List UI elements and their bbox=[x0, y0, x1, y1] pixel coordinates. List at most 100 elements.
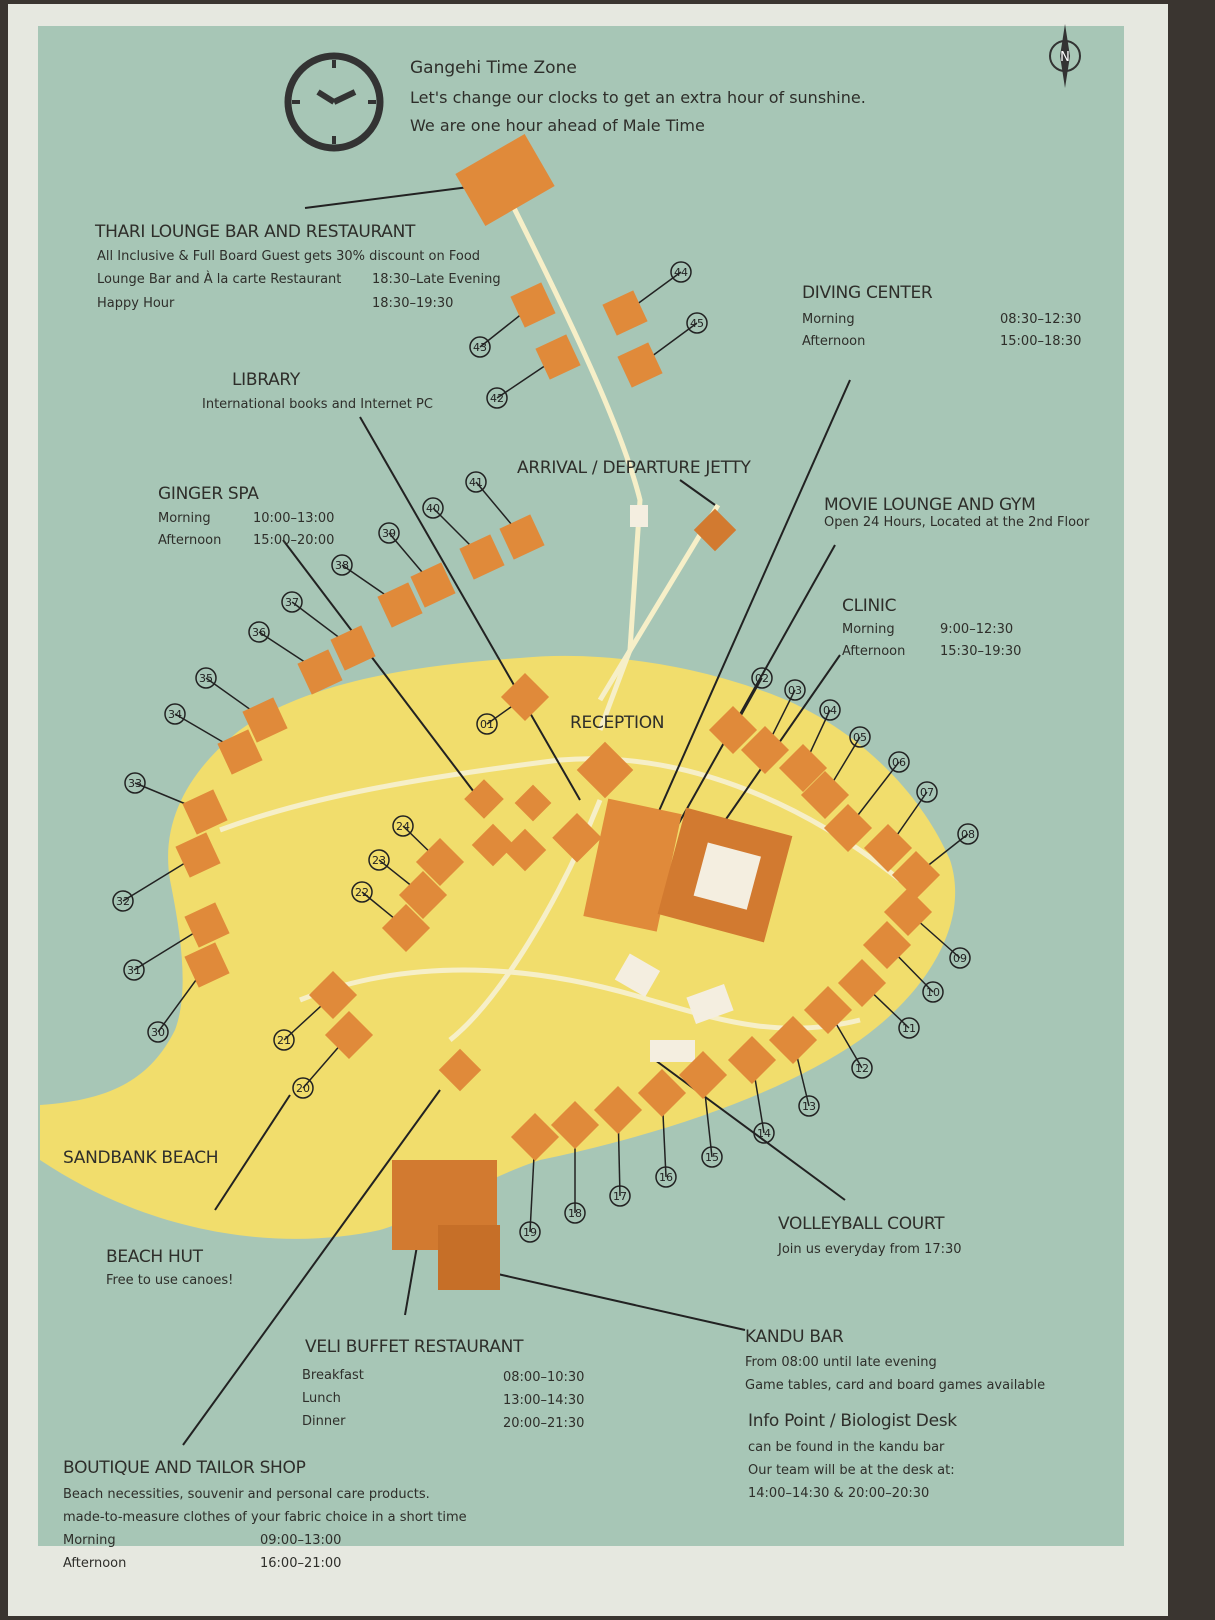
villa-building bbox=[415, 837, 465, 887]
villa-building bbox=[837, 958, 887, 1008]
villa-09[interactable]: 09 bbox=[883, 887, 971, 969]
villa-number-circle bbox=[686, 312, 708, 334]
villa-08[interactable]: 08 bbox=[891, 823, 979, 900]
boutique-line2: made-to-measure clothes of your fabric c… bbox=[63, 1510, 467, 1525]
villa-number-circle bbox=[849, 726, 871, 748]
villa-42[interactable]: 42 bbox=[486, 334, 581, 409]
diving-row-time: 15:00–18:30 bbox=[1000, 334, 1082, 349]
villa-number: 38 bbox=[335, 559, 349, 572]
villa-01[interactable]: 01 bbox=[476, 672, 550, 735]
villa-number-circle bbox=[798, 1095, 820, 1117]
beachhut-title: BEACH HUT bbox=[106, 1247, 203, 1267]
villa-30[interactable]: 30 bbox=[147, 942, 230, 1043]
villa-39[interactable]: 39 bbox=[378, 522, 456, 608]
villa-19[interactable]: 19 bbox=[510, 1112, 560, 1243]
villa-number: 40 bbox=[426, 502, 440, 515]
island bbox=[40, 655, 956, 1239]
villa-45[interactable]: 45 bbox=[617, 312, 708, 388]
villa-number-circle bbox=[164, 703, 186, 725]
villa-number: 21 bbox=[277, 1034, 291, 1047]
villa-number: 06 bbox=[892, 756, 906, 769]
villa-number-circle bbox=[112, 890, 134, 912]
villa-building bbox=[800, 770, 850, 820]
villa-07[interactable]: 07 bbox=[863, 781, 938, 873]
villa-41[interactable]: 41 bbox=[465, 471, 545, 560]
villa-number-circle bbox=[351, 881, 373, 903]
villa-number-circle bbox=[784, 679, 806, 701]
volleyball-title: VOLLEYBALL COURT bbox=[778, 1214, 945, 1234]
boutique-row-time: 16:00–21:00 bbox=[260, 1556, 342, 1571]
villa-36[interactable]: 36 bbox=[248, 621, 343, 695]
villa-number-circle bbox=[486, 387, 508, 409]
villa-building bbox=[242, 697, 288, 743]
villa-10[interactable]: 10 bbox=[862, 920, 944, 1003]
villa-18[interactable]: 18 bbox=[550, 1100, 600, 1224]
veli-row-label: Lunch bbox=[302, 1391, 341, 1406]
villa-building bbox=[377, 582, 423, 628]
villa-number: 13 bbox=[802, 1100, 816, 1113]
villa-number-circle bbox=[378, 522, 400, 544]
villa-number-circle bbox=[147, 1021, 169, 1043]
villa-number-circle bbox=[124, 772, 146, 794]
villa-number-circle bbox=[422, 497, 444, 519]
villa-building bbox=[308, 970, 358, 1020]
jetty-title: ARRIVAL / DEPARTURE JETTY bbox=[517, 458, 751, 478]
veli-row-time: 13:00–14:30 bbox=[503, 1393, 585, 1408]
villa-24[interactable]: 24 bbox=[392, 815, 465, 887]
villa-number-circle bbox=[819, 699, 841, 721]
villa-number: 08 bbox=[961, 828, 975, 841]
villa-23[interactable]: 23 bbox=[368, 849, 448, 920]
villa-21[interactable]: 21 bbox=[273, 970, 358, 1051]
villa-17[interactable]: 17 bbox=[593, 1085, 643, 1207]
thari-note: All Inclusive & Full Board Guest gets 30… bbox=[97, 249, 481, 264]
villa-number: 05 bbox=[853, 731, 867, 744]
villa-40[interactable]: 40 bbox=[422, 497, 505, 580]
villa-34[interactable]: 34 bbox=[164, 703, 263, 775]
villa-44[interactable]: 44 bbox=[602, 261, 692, 336]
villa-04[interactable]: 04 bbox=[778, 699, 841, 793]
villa-43[interactable]: 43 bbox=[469, 282, 556, 358]
library-note: International books and Internet PC bbox=[202, 397, 433, 412]
villa-37[interactable]: 37 bbox=[281, 591, 376, 671]
villa-03[interactable]: 03 bbox=[740, 679, 806, 775]
villa-02[interactable]: 02 bbox=[708, 667, 773, 755]
villa-06[interactable]: 06 bbox=[823, 751, 910, 853]
thari-title: THARI LOUNGE BAR AND RESTAURANT bbox=[95, 222, 416, 242]
villa-number-circle bbox=[273, 1029, 295, 1051]
boutique-row-time: 09:00–13:00 bbox=[260, 1533, 342, 1548]
villa-number: 33 bbox=[128, 777, 142, 790]
diving-row-label: Afternoon bbox=[802, 334, 866, 349]
villa-number-circle bbox=[957, 823, 979, 845]
villa-number-circle bbox=[281, 591, 303, 613]
villa-building bbox=[510, 282, 556, 328]
villa-12[interactable]: 12 bbox=[803, 985, 873, 1079]
villa-number: 39 bbox=[382, 527, 396, 540]
spa-row-time: 15:00–20:00 bbox=[253, 533, 335, 548]
villa-05[interactable]: 05 bbox=[800, 726, 871, 820]
villa-11[interactable]: 11 bbox=[837, 958, 920, 1039]
volleyball-note: Join us everyday from 17:30 bbox=[778, 1242, 962, 1257]
spa-row-time: 10:00–13:00 bbox=[253, 511, 335, 526]
reception-label: RECEPTION bbox=[570, 713, 665, 733]
villa-31[interactable]: 31 bbox=[123, 902, 230, 981]
villa-building bbox=[883, 887, 933, 937]
villa-number: 45 bbox=[690, 317, 704, 330]
villa-22[interactable]: 22 bbox=[351, 881, 431, 953]
villa-building bbox=[182, 789, 228, 835]
boutique-line1: Beach necessities, souvenir and personal… bbox=[63, 1487, 430, 1502]
villa-35[interactable]: 35 bbox=[195, 667, 288, 743]
villa-building bbox=[330, 625, 376, 671]
info-line2: Our team will be at the desk at: bbox=[748, 1463, 955, 1478]
villa-33[interactable]: 33 bbox=[124, 772, 228, 835]
villa-number: 17 bbox=[613, 1190, 627, 1203]
villa-number-circle bbox=[195, 667, 217, 689]
villa-number: 23 bbox=[372, 854, 386, 867]
villa-number: 12 bbox=[855, 1062, 869, 1075]
villa-number: 01 bbox=[480, 718, 494, 731]
villa-32[interactable]: 32 bbox=[112, 832, 221, 912]
villa-number: 24 bbox=[396, 820, 410, 833]
villa-38[interactable]: 38 bbox=[331, 554, 423, 628]
villa-building bbox=[500, 672, 550, 722]
villa-building bbox=[410, 562, 456, 608]
